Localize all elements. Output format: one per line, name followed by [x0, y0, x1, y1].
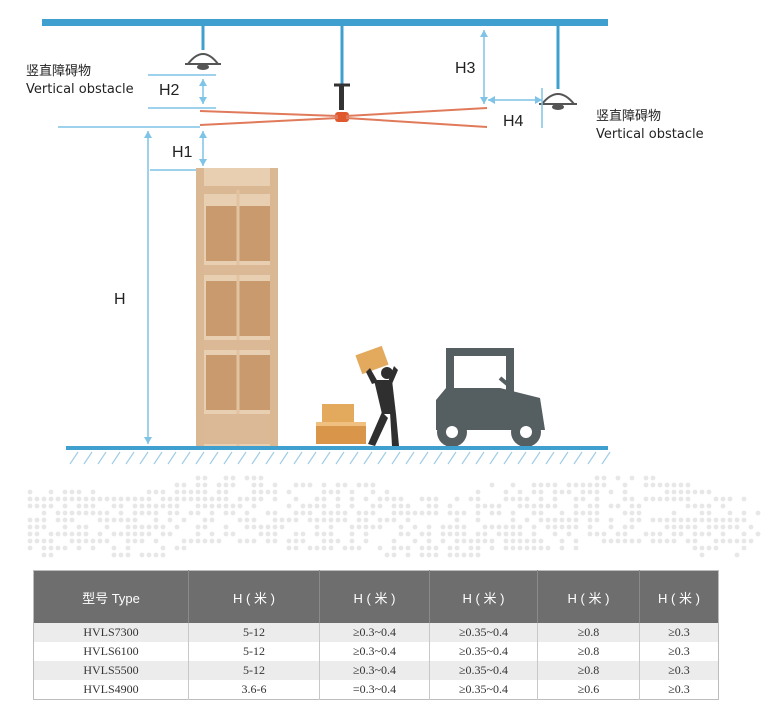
table-cell: 5-12 [188, 623, 320, 642]
vertical-obstacle-left-label: 竖直障碍物 Vertical obstacle [26, 63, 134, 99]
clearance-diagram: H2 H1 H H3 H4 [27, 19, 761, 558]
table-cell: ≥0.3 [639, 642, 719, 661]
table-cell: ≥0.35~0.4 [429, 642, 538, 661]
table-cell: ≥0.3~0.4 [319, 642, 430, 661]
header-type: 型号 Type [33, 570, 189, 623]
header-h: H ( 米 ) [188, 570, 320, 623]
header-h: H ( 米 ) [429, 570, 538, 623]
left-lamp [185, 26, 221, 70]
obstacle-right-cn: 竖直障碍物 [596, 109, 662, 124]
spec-table: 型号 Type H ( 米 ) H ( 米 ) H ( 米 ) H ( 米 ) … [33, 570, 719, 700]
label-h3: H3 [455, 60, 476, 77]
header-h: H ( 米 ) [639, 570, 719, 623]
table-cell: 5-12 [188, 642, 320, 661]
header-h: H ( 米 ) [319, 570, 430, 623]
table-cell: ≥0.35~0.4 [429, 623, 538, 642]
dimension-arrows [144, 30, 542, 444]
fan-motor [334, 26, 350, 122]
vertical-obstacle-right-label: 竖直障碍物 Vertical obstacle [596, 108, 704, 144]
label-h1: H1 [172, 144, 193, 161]
label-h: H [114, 291, 126, 308]
table-cell: ≥0.3~0.4 [319, 623, 430, 642]
table-cell: ≥0.8 [537, 623, 640, 642]
table-header-row: 型号 Type H ( 米 ) H ( 米 ) H ( 米 ) H ( 米 ) … [33, 570, 719, 623]
storage-rack [196, 168, 278, 446]
table-row: HVLS4900 3.6-6 =0.3~0.4 ≥0.35~0.4 ≥0.6 ≥… [33, 680, 719, 700]
obstacle-right-en: Vertical obstacle [596, 127, 704, 142]
forklift [436, 348, 545, 447]
obstacle-left-en: Vertical obstacle [26, 82, 134, 97]
table-cell: HVLS6100 [33, 642, 189, 661]
header-h: H ( 米 ) [537, 570, 640, 623]
table-cell: ≥0.3 [639, 680, 719, 700]
table-row: HVLS6100 5-12 ≥0.3~0.4 ≥0.35~0.4 ≥0.8 ≥0… [33, 642, 719, 661]
label-h2: H2 [159, 82, 180, 99]
obstacle-left-cn: 竖直障碍物 [26, 64, 92, 79]
ceiling-beam [42, 19, 608, 26]
dotted-map-background [27, 475, 761, 558]
table-cell: HVLS7300 [33, 623, 189, 642]
table-cell: ≥0.3~0.4 [319, 661, 430, 680]
label-h4: H4 [503, 113, 524, 130]
table-cell: ≥0.35~0.4 [429, 661, 538, 680]
table-cell: ≥0.35~0.4 [429, 680, 538, 700]
worker-silhouette [355, 345, 399, 446]
table-cell: ≥0.8 [537, 661, 640, 680]
table-row: HVLS5500 5-12 ≥0.3~0.4 ≥0.35~0.4 ≥0.8 ≥0… [33, 661, 719, 680]
table-cell: 3.6-6 [188, 680, 320, 700]
floor [66, 446, 611, 465]
table-row: HVLS7300 5-12 ≥0.3~0.4 ≥0.35~0.4 ≥0.8 ≥0… [33, 623, 719, 642]
table-cell: ≥0.8 [537, 642, 640, 661]
fan-blades [199, 107, 488, 128]
table-cell: ≥0.3 [639, 661, 719, 680]
table-cell: ≥0.3 [639, 623, 719, 642]
table-cell: HVLS4900 [33, 680, 189, 700]
table-cell: HVLS5500 [33, 661, 189, 680]
table-cell: =0.3~0.4 [319, 680, 430, 700]
table-cell: ≥0.6 [537, 680, 640, 700]
right-lamp [539, 26, 577, 110]
floor-boxes [316, 404, 366, 444]
table-cell: 5-12 [188, 661, 320, 680]
